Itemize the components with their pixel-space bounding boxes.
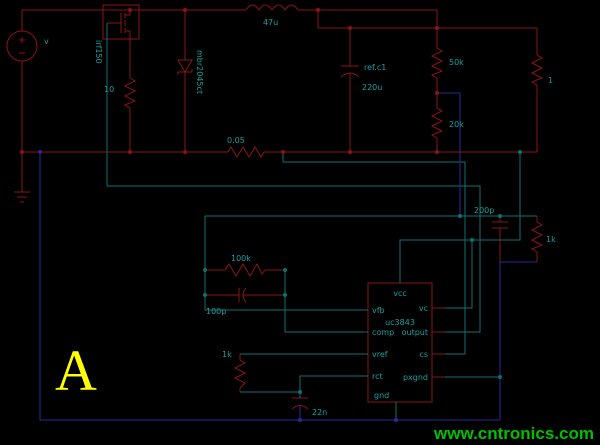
cap-out-name-label: ref.c1 <box>364 63 386 72</box>
ic-pin-output: output <box>402 328 428 337</box>
mosfet-outline <box>102 4 140 40</box>
resistor-sense <box>227 146 265 158</box>
ic-body <box>367 282 433 403</box>
capacitor-220u <box>340 28 360 152</box>
ground-symbol <box>14 191 30 203</box>
wires-signal <box>106 23 537 420</box>
watermark: www.cntronics.com <box>433 424 594 443</box>
resistor-20k <box>430 107 444 152</box>
ic-uc3843 <box>367 282 445 403</box>
marker-letter: A <box>55 338 97 403</box>
diode-triangle <box>177 59 193 73</box>
ic-right-pins <box>432 307 445 378</box>
junction-dots <box>20 8 522 422</box>
ic-pin-vc: vc <box>419 304 428 313</box>
voltage-source-body <box>6 30 38 62</box>
diode-label: mbr2045ct <box>195 50 204 94</box>
resistor-1k-right <box>530 216 544 262</box>
ic-pin-vfb: vfb <box>372 306 385 315</box>
resistor-20k-label: 20k <box>449 120 464 129</box>
mosfet-label: irf150 <box>94 40 103 64</box>
voltage-source <box>6 30 38 62</box>
ic-pin-rct: rct <box>372 372 383 381</box>
resistor-1k-right-label: 1k <box>546 235 556 244</box>
source-label: v <box>44 37 49 46</box>
plus-sign <box>19 37 25 43</box>
resistor-1k-left <box>233 354 247 392</box>
capacitor-200p <box>492 216 508 262</box>
ic-name: uc3843 <box>385 318 415 327</box>
capacitor-100p <box>205 287 285 303</box>
ic-pin-cs: cs <box>419 350 428 359</box>
inductor-label: 47u <box>263 18 278 27</box>
resistor-100k-label: 100k <box>231 254 251 263</box>
diode-mbr2045ct <box>177 10 193 152</box>
resistor-50k <box>430 28 444 108</box>
ic-pin-comp: comp <box>372 328 394 337</box>
resistor-10 <box>123 77 137 152</box>
mosfet-leads <box>107 10 131 78</box>
resistor-50k-label: 50k <box>449 58 464 67</box>
ic-pin-gnd: gnd <box>374 391 389 400</box>
resistor-100k <box>205 262 285 277</box>
ic-pin-vref: vref <box>372 350 388 359</box>
resistor-1k-left-label: 1k <box>222 350 232 359</box>
resistor-load-label: 1 <box>548 76 553 85</box>
ic-pin-pgnd: pxgnd <box>403 373 428 382</box>
cap-100p-label: 100p <box>206 307 226 316</box>
resistor-load-1 <box>530 28 544 152</box>
resistor-10-label: 10 <box>104 85 114 94</box>
cap-22n-label: 22n <box>312 408 327 417</box>
resistor-sense-label: 0.05 <box>227 136 245 145</box>
mosfet-irf150 <box>102 4 140 78</box>
ic-pin-vcc: vcc <box>393 289 407 298</box>
wires-power <box>21 9 537 192</box>
cap-200p-label: 200p <box>474 206 494 215</box>
cap-out-value-label: 220u <box>362 83 382 92</box>
inductor-47u <box>245 4 299 11</box>
wires-ground <box>39 92 537 421</box>
